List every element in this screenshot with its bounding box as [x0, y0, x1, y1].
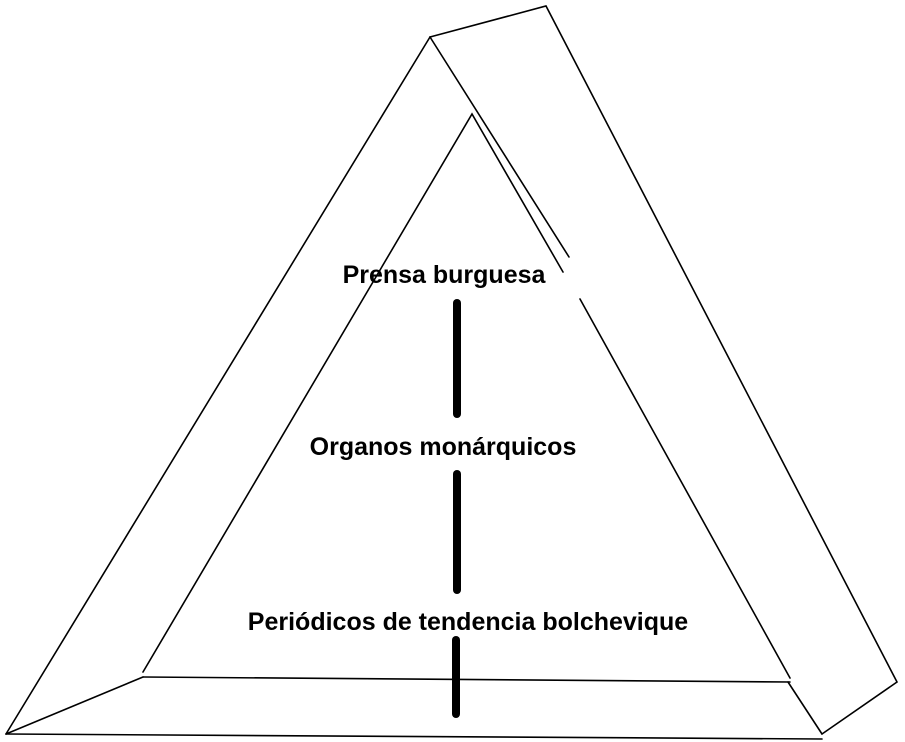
label-periodicos-bolcheviques: Periódicos de tendencia bolchevique	[248, 608, 688, 636]
triangle-frame	[5, 5, 899, 740]
hierarchy-labels: Prensa burguesa Organos monárquicos Peri…	[248, 261, 688, 636]
label-organos-monarquicos: Organos monárquicos	[310, 433, 577, 461]
outer-left-edge	[5, 36, 431, 735]
inner-bottom-edge	[142, 676, 791, 683]
outer-bottom-edge	[5, 733, 823, 740]
top-face	[429, 5, 899, 735]
label-prensa-burguesa: Prensa burguesa	[343, 261, 547, 289]
inner-right-edge	[579, 298, 791, 679]
inner-left-edge	[142, 112, 564, 673]
bottom-left-fold	[5, 676, 144, 735]
hierarchy-connectors	[452, 299, 461, 718]
inner-fold-edge	[429, 36, 570, 258]
right-face-inner-edge	[787, 681, 823, 735]
